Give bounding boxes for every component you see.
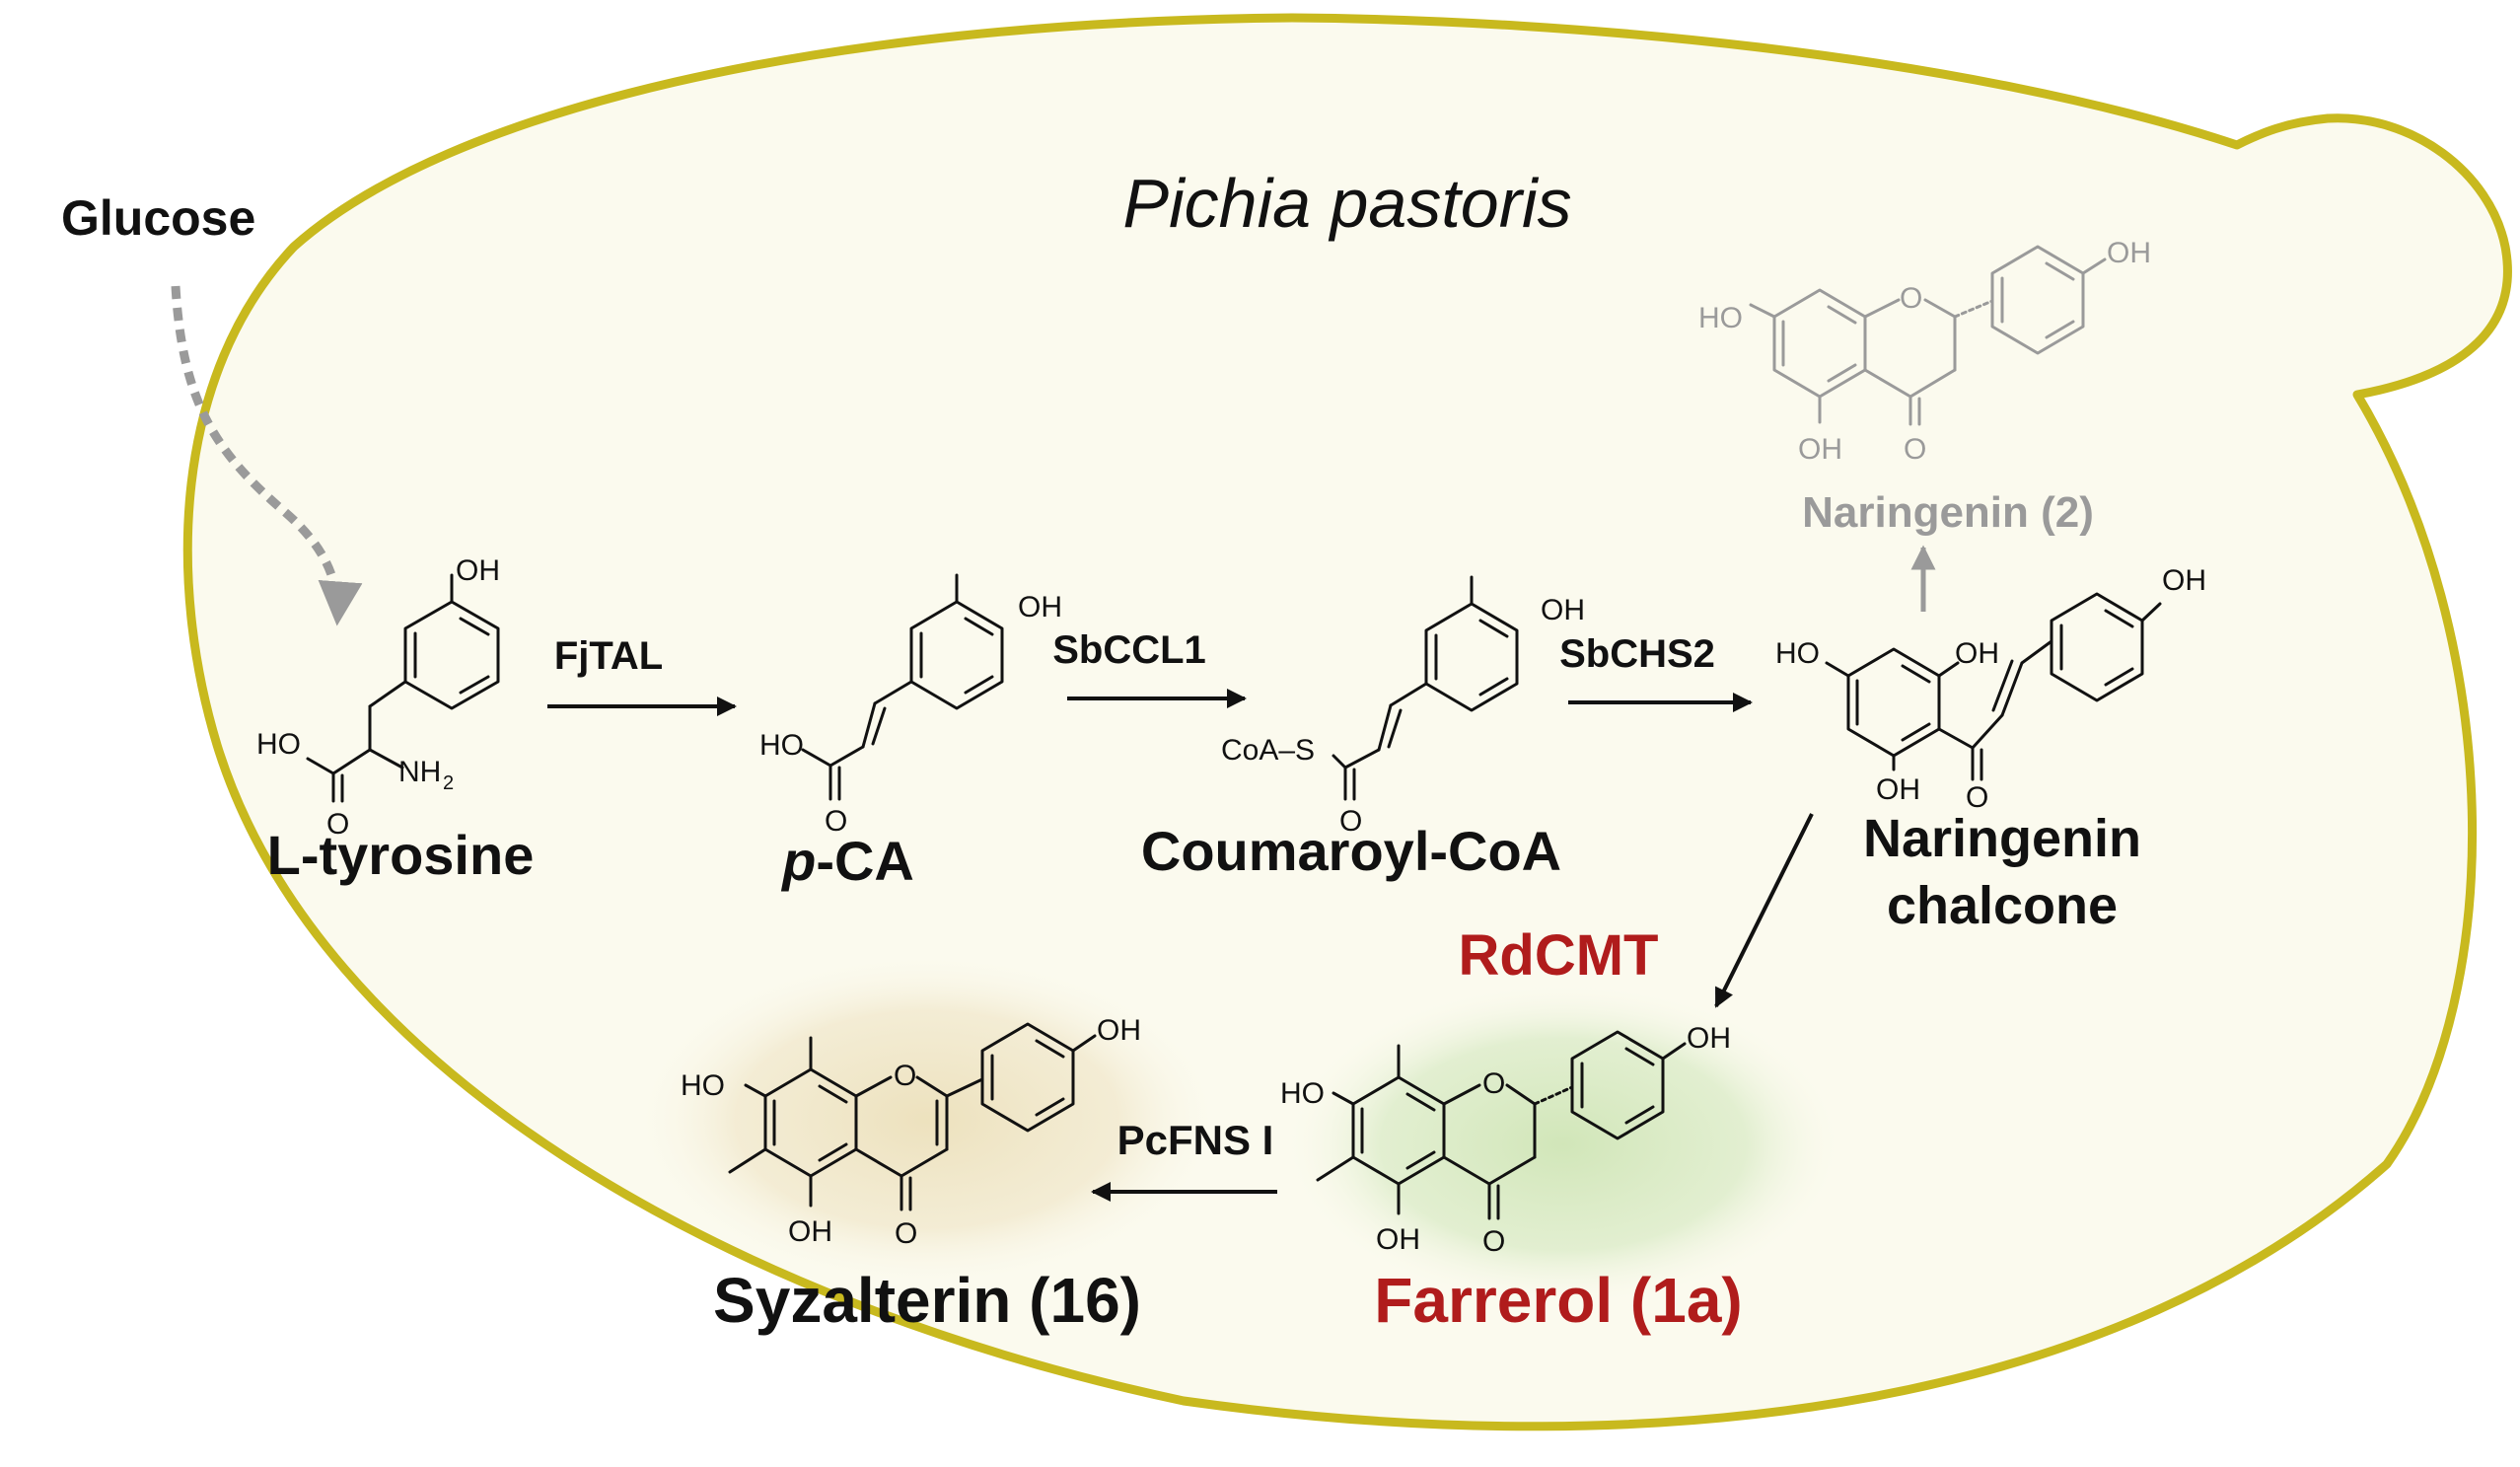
- svg-text:O: O: [825, 805, 847, 838]
- naringenin-chalcone-structure: HO OH OH O OH: [1775, 564, 2206, 814]
- svg-text:HO: HO: [759, 729, 804, 762]
- glucose-label: Glucose: [61, 190, 255, 246]
- organism-title: Pichia pastoris: [1122, 165, 1571, 242]
- svg-text:O: O: [1904, 433, 1926, 466]
- naringenin-chalcone-label-1: Naringenin: [1863, 809, 2141, 868]
- coumaroyl-coa-structure: OH CoA–S O: [1221, 575, 1585, 838]
- syzalterin-structure: HO O OH O OH: [681, 1014, 1141, 1250]
- svg-text:OH: OH: [1018, 591, 1062, 623]
- svg-text:OH: OH: [1097, 1014, 1141, 1047]
- svg-text:O: O: [1966, 781, 1988, 814]
- svg-text:O: O: [894, 1060, 916, 1092]
- svg-text:HO: HO: [256, 728, 301, 761]
- p-ca-label: p-CA: [780, 830, 914, 892]
- l-tyrosine-label: L-tyrosine: [267, 824, 535, 886]
- svg-text:OH: OH: [2162, 564, 2206, 597]
- svg-text:O: O: [1900, 282, 1922, 315]
- enzyme-sbchs2: SbCHS2: [1559, 632, 1715, 676]
- farrerol-structure: HO O OH O OH: [1280, 1022, 1731, 1258]
- svg-text:HO: HO: [1280, 1077, 1325, 1110]
- enzyme-fjtal: FjTAL: [554, 634, 663, 678]
- svg-text:OH: OH: [1955, 637, 1999, 670]
- svg-text:O: O: [326, 808, 349, 841]
- syzalterin-highlight-glow: [631, 952, 1223, 1287]
- naringenin-structure: HO O OH O OH: [1698, 237, 2151, 466]
- enzyme-rdcmt: RdCMT: [1459, 923, 1659, 988]
- svg-text:HO: HO: [1698, 302, 1743, 334]
- farrerol-label: Farrerol (1a): [1374, 1265, 1742, 1336]
- svg-text:2: 2: [443, 772, 454, 794]
- l-tyrosine-structure: OH HO NH 2 O: [256, 554, 500, 841]
- svg-text:HO: HO: [681, 1069, 725, 1102]
- svg-text:OH: OH: [2107, 237, 2151, 269]
- coumaroyl-coa-label: Coumaroyl-CoA: [1141, 820, 1561, 882]
- svg-text:OH: OH: [1798, 433, 1842, 466]
- svg-text:O: O: [1339, 805, 1362, 838]
- naringenin-label: Naringenin (2): [1802, 488, 2094, 537]
- enzyme-pcfns: PcFNS I: [1117, 1117, 1274, 1163]
- syzalterin-label: Syzalterin (16): [713, 1265, 1141, 1336]
- svg-text:O: O: [895, 1217, 917, 1250]
- svg-text:OH: OH: [1541, 594, 1585, 626]
- svg-text:HO: HO: [1775, 637, 1820, 670]
- arrow-cmt: [1714, 813, 1814, 1008]
- farrerol-highlight-glow: [1282, 982, 1844, 1307]
- svg-text:OH: OH: [456, 554, 500, 587]
- p-coumaric-acid-structure: OH HO O: [759, 573, 1062, 838]
- svg-text:OH: OH: [1687, 1022, 1731, 1055]
- naringenin-chalcone-label-2: chalcone: [1887, 876, 2118, 935]
- svg-text:NH: NH: [398, 756, 441, 788]
- enzyme-sbccl1: SbCCL1: [1052, 628, 1206, 672]
- svg-text:CoA–S: CoA–S: [1221, 734, 1315, 767]
- svg-text:OH: OH: [1876, 773, 1920, 806]
- svg-text:O: O: [1482, 1225, 1505, 1258]
- svg-text:O: O: [1482, 1067, 1505, 1100]
- svg-text:OH: OH: [788, 1215, 832, 1248]
- svg-text:OH: OH: [1376, 1223, 1420, 1256]
